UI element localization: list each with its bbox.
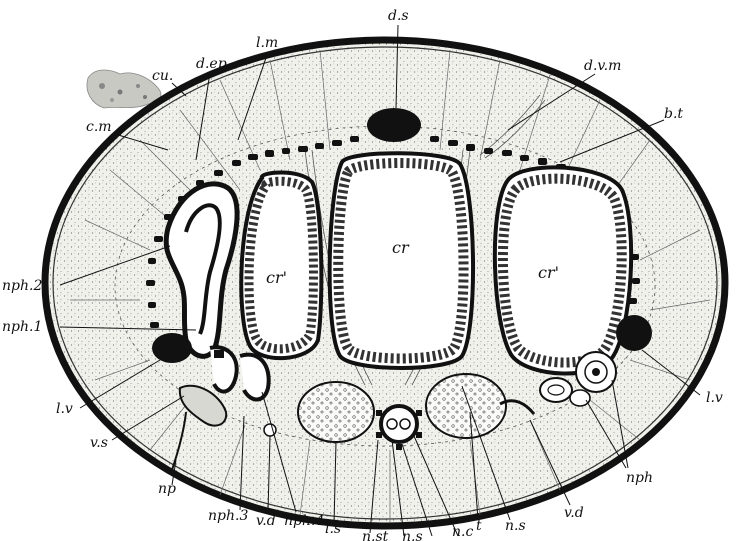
label-t: t	[476, 518, 482, 534]
label-ds: d.s	[388, 8, 409, 24]
label-vs: v.s	[90, 435, 108, 451]
label-vd-left: v.d	[256, 513, 276, 529]
label-dvm: d.v.m	[584, 58, 621, 74]
crop-middle	[330, 153, 473, 368]
label-cr-right: cr'	[538, 263, 559, 282]
label-np: np	[158, 481, 176, 497]
crop-left	[241, 173, 321, 359]
label-lv-right: l.v	[706, 390, 723, 406]
lateral-vessel-right	[616, 315, 652, 351]
label-cu: cu.	[152, 68, 173, 84]
label-ep: d.ep	[196, 56, 227, 72]
label-bt: b.t	[664, 106, 683, 122]
crop-right	[495, 167, 631, 373]
label-nc: n.c	[452, 524, 473, 540]
label-ls: l.s	[325, 521, 341, 537]
lateral-vessel-left	[152, 333, 192, 363]
dorsal-vessel	[367, 108, 421, 142]
label-nph3: nph.3	[208, 508, 248, 524]
label-ns-right: n.s	[505, 518, 526, 534]
label-nst: n.st	[362, 529, 389, 541]
label-nph4: nph.4	[284, 513, 324, 529]
label-lv-left: l.v	[56, 401, 73, 417]
label-cr-left: cr'	[266, 268, 287, 287]
label-vd-right: v.d	[564, 505, 584, 521]
label-cr-middle: cr	[392, 238, 410, 257]
label-cm: c.m	[86, 119, 112, 135]
label-lm: l.m	[256, 35, 278, 51]
label-nph2: nph.2	[2, 278, 42, 294]
lateral-setae-left	[298, 382, 374, 442]
cuticle-fragment	[87, 70, 161, 108]
label-nph: nph	[626, 470, 653, 486]
label-nph1: nph.1	[2, 319, 42, 335]
label-ns-bottom: n.s	[402, 529, 423, 541]
